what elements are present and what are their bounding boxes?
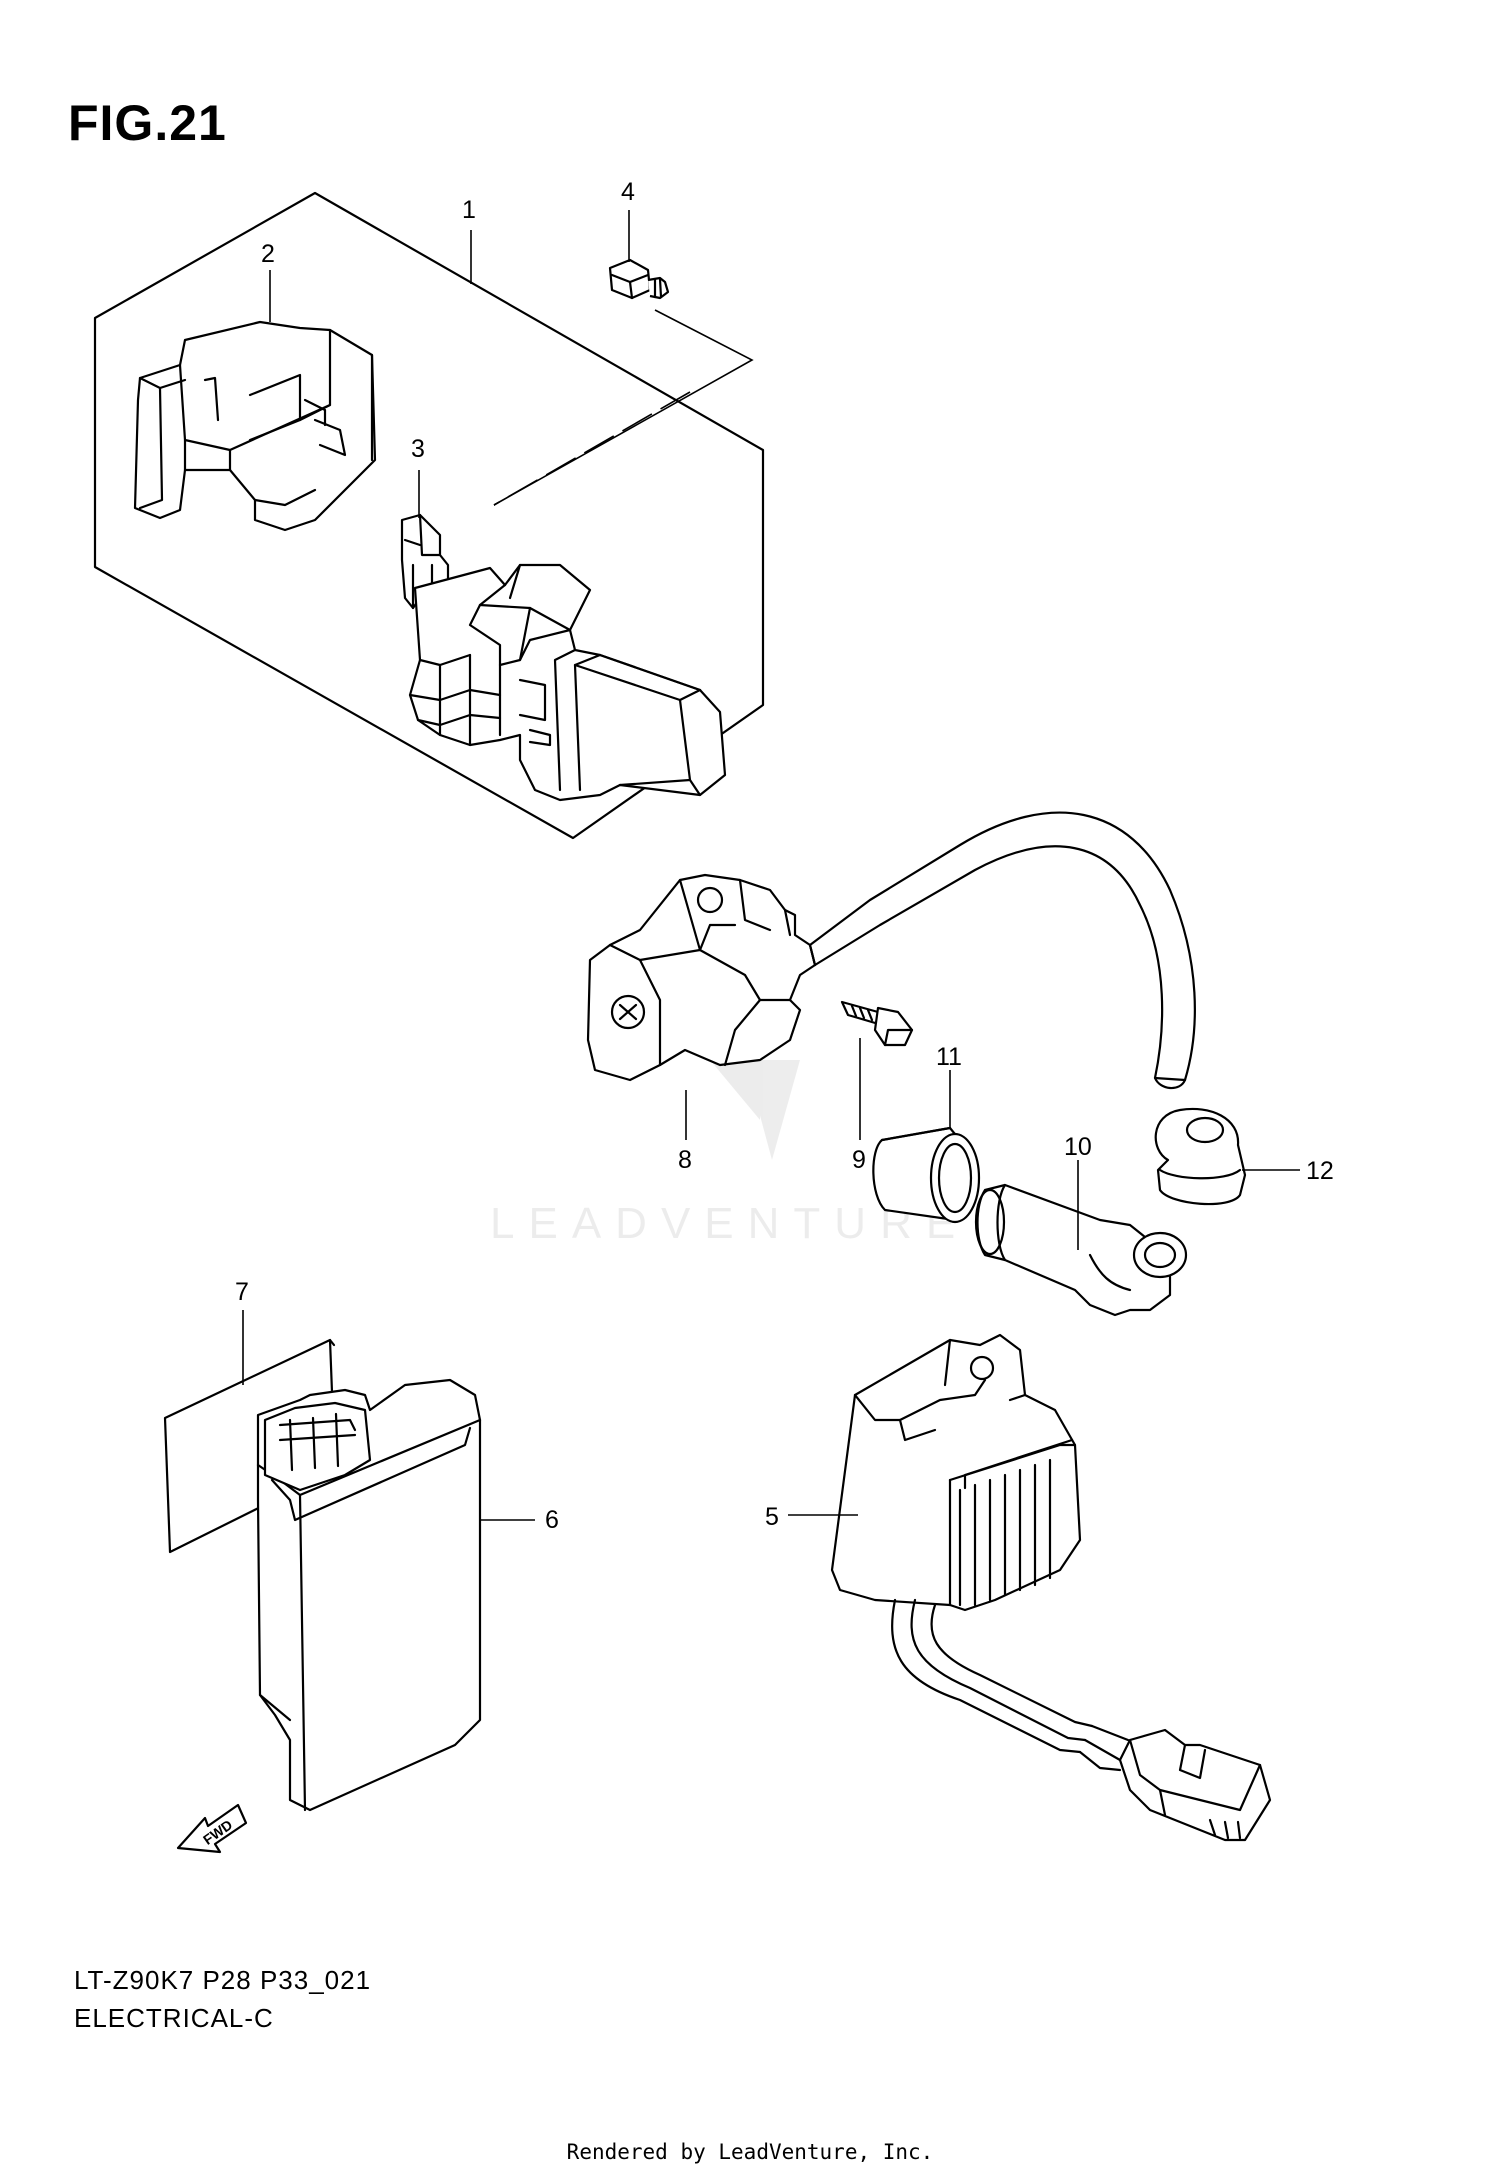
section-name: ELECTRICAL-C [74,2003,274,2033]
part-10-spark-plug-boot [974,1183,1188,1317]
watermark-text: LEADVENTURE [490,1199,969,1248]
fwd-arrow: FWD [176,1803,248,1854]
callout-labels: 1 2 3 4 5 6 7 8 9 10 11 12 [235,178,1334,1534]
part-11-seal-ring [872,1126,981,1224]
callout-7: 7 [235,1278,249,1306]
part-12-cap [1154,1107,1247,1206]
part-8-ignition-coil [586,811,1196,1090]
leader-lines [242,210,1300,1521]
part-9-bolt [840,1000,914,1047]
callout-5: 5 [765,1503,779,1531]
model-code: LT-Z90K7 P28 P33_021 [74,1965,372,1995]
part-5-regulator-rectifier [830,1333,1272,1842]
callout-1: 1 [462,196,476,224]
regulator-assembly-box [93,191,765,840]
callout-4: 4 [621,178,635,206]
callout-8: 8 [678,1146,692,1174]
callout-6: 6 [545,1506,559,1534]
callout-9: 9 [852,1146,866,1174]
callout-12: 12 [1306,1157,1334,1185]
callout-11: 11 [936,1043,962,1071]
callout-10: 10 [1064,1133,1092,1161]
part-2-relay-cover [133,320,377,532]
figure-title: FIG.21 [68,95,227,151]
relay-body [408,563,727,802]
part-6-cdi-unit [256,1378,482,1812]
callout-2: 2 [261,240,275,268]
part-4-bolt [608,258,670,300]
rendered-by-footer: Rendered by LeadVenture, Inc. [566,2140,934,2164]
callout-3: 3 [411,435,425,463]
